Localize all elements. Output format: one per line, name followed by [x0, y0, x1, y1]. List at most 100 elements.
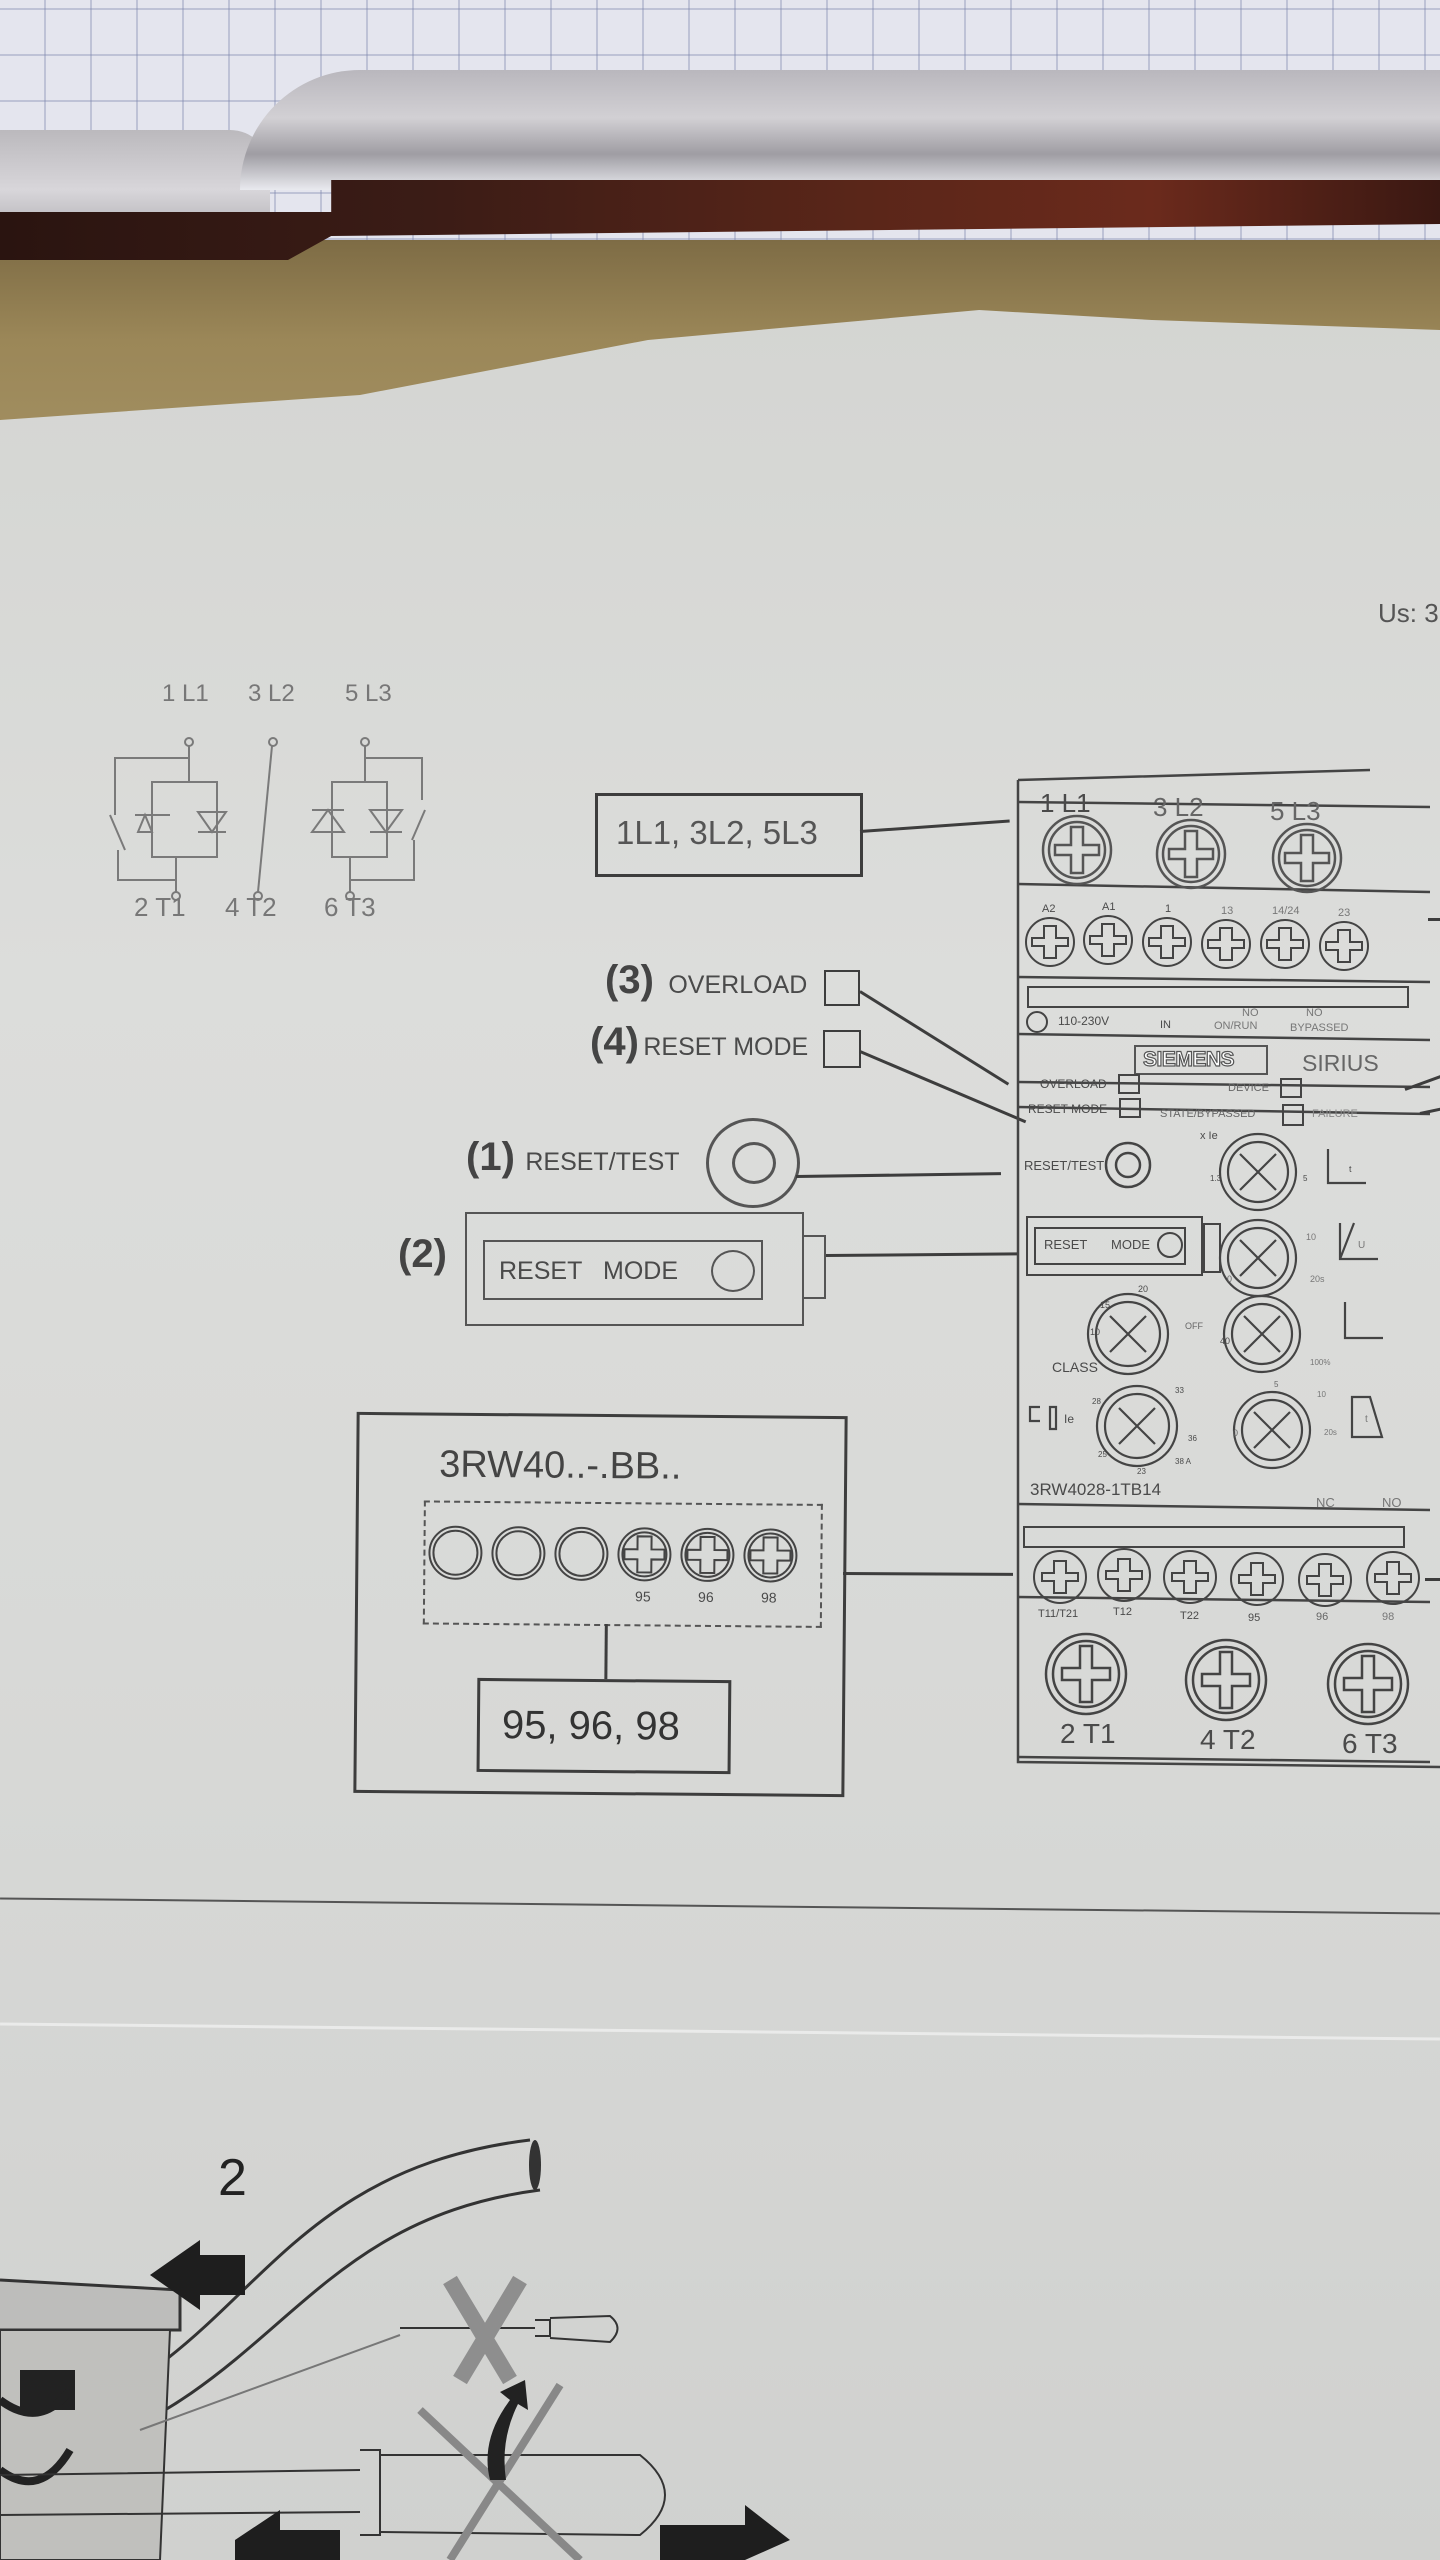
aux-terminal-label: T22	[1180, 1610, 1199, 1622]
control-terminal-label: A1	[1102, 901, 1116, 913]
reset-test-device-label: RESET/TEST	[1024, 1158, 1105, 1173]
soft-starter-device: 1 L1 3 L2 5 L3 A2 A1 1 13 14/24 23 110-2…	[1010, 762, 1440, 1772]
dial-mark: 0	[1233, 1428, 1239, 1438]
terminal-label: 96	[698, 1588, 714, 1605]
schematic-top-terminal: 5 L3	[345, 680, 392, 707]
contact-label: ON/RUN	[1214, 1020, 1258, 1032]
callout-number: (4)	[590, 1020, 639, 1064]
overload-callout: (3) OVERLOAD	[605, 958, 807, 1003]
reset-test-button-icon[interactable]	[706, 1118, 800, 1208]
schematic-bottom-terminal: 2 T1	[134, 892, 186, 922]
ramp-down-glyph: t	[1365, 1414, 1368, 1425]
terminal-strip-icons	[428, 1525, 798, 1583]
aux-terminal-summary-box: 95, 96, 98	[476, 1677, 732, 1775]
dial-mark: 5	[1303, 1174, 1308, 1183]
aux-contact-label: NC	[1316, 1495, 1335, 1510]
dial-mark: 20s	[1324, 1428, 1337, 1437]
main-power-callout: 1L1, 3L2, 5L3	[595, 793, 863, 877]
reset-test-label: RESET/TEST	[525, 1148, 680, 1176]
reset-test-callout: (1) RESET/TEST	[466, 1135, 680, 1180]
overload-label: OVERLOAD	[668, 971, 808, 999]
variant-callout-box: 3RW40..-.BB.. 95 96 98 95, 96, 98	[353, 1411, 848, 1798]
overload-led-icon	[824, 970, 860, 1006]
device-top-terminal: 5 L3	[1270, 796, 1321, 826]
dial-mark: 100%	[1310, 1358, 1331, 1367]
schematic-bottom-terminal: 4 T2	[225, 892, 277, 922]
thyristor-schematic: 1 L1 3 L2 5 L3 2 T1 4 T2 6 T3	[100, 670, 440, 940]
dial-mark: 0	[1227, 1274, 1233, 1284]
dial-mark: 10	[1090, 1327, 1101, 1337]
control-terminal-label: A2	[1042, 903, 1056, 915]
ramp-up-glyph: t	[1349, 1164, 1352, 1174]
schematic-bottom-terminal: 6 T3	[324, 892, 376, 922]
dial-unit-label: x Ie	[1200, 1130, 1218, 1142]
ac-supply-icon	[1026, 1011, 1048, 1033]
step-number: 2	[218, 2149, 247, 2207]
supply-voltage-label: 110-230V	[1058, 1014, 1110, 1028]
dial-mark: 23	[1137, 1467, 1146, 1476]
contact-label: NO	[1306, 1007, 1323, 1019]
contact-label: BYPASSED	[1290, 1022, 1349, 1034]
reset-mode-led-icon	[823, 1030, 861, 1068]
terminal-label: 98	[760, 1589, 777, 1606]
dial-mark: OFF	[1185, 1321, 1203, 1331]
mode-label: MODE	[603, 1257, 678, 1285]
aux-contact-label: NO	[1382, 1495, 1402, 1510]
device-top-terminal: 3 L2	[1153, 792, 1204, 822]
led-label-failure: FAILURE	[1312, 1108, 1358, 1120]
reset-mode-callout: (4) RESET MODE	[590, 1020, 808, 1065]
device-top-terminal: 1 L1	[1040, 788, 1091, 818]
supply-voltage-fragment: Us: 3	[1378, 598, 1439, 628]
control-terminal-label: 1	[1165, 903, 1172, 915]
dial-mark: 10	[1317, 1390, 1326, 1399]
dial-mark: 36	[1188, 1434, 1197, 1443]
control-terminal-label: 14/24	[1272, 905, 1300, 917]
led-label-device: DEVICE	[1228, 1082, 1269, 1094]
reset-device-label: RESET	[1044, 1237, 1088, 1252]
led-label-reset-mode: RESET MODE	[1028, 1102, 1108, 1116]
mode-device-label: MODE	[1111, 1237, 1150, 1252]
series-label: SIRIUS	[1302, 1050, 1379, 1076]
contact-label: IN	[1160, 1019, 1171, 1031]
reset-mode-button-callout: RESET MODE	[465, 1212, 804, 1326]
dial-mark: 10	[1306, 1232, 1317, 1242]
rated-current-unit-label: Ie	[1064, 1412, 1075, 1426]
device-outline	[1016, 768, 1440, 1769]
reset-mode-label: RESET MODE	[643, 1033, 809, 1061]
main-power-label: 1L1, 3L2, 5L3	[616, 814, 818, 851]
terminal-label: 95	[635, 1588, 651, 1605]
contact-label: NO	[1242, 1007, 1259, 1019]
dial-mark: 20s	[1310, 1274, 1325, 1284]
dial-mark: 5	[1274, 1380, 1279, 1389]
control-terminal-label: 23	[1338, 907, 1351, 919]
callout-number: (1)	[466, 1135, 515, 1179]
reset-mode-button[interactable]: RESET MODE	[483, 1240, 763, 1300]
aux-terminal-summary: 95, 96, 98	[501, 1703, 681, 1749]
class-dial-caption: CLASS	[1052, 1359, 1098, 1375]
dial-mark: 33	[1175, 1386, 1184, 1395]
notebook-pages	[240, 70, 1440, 190]
dial-mark: 38 A	[1175, 1457, 1192, 1466]
reset-label: RESET	[499, 1257, 583, 1285]
schematic-drawing	[109, 737, 426, 901]
aux-terminal-label: 98	[1382, 1611, 1395, 1623]
device-bottom-terminal: 2 T1	[1060, 1718, 1116, 1749]
aux-terminal-label: T12	[1113, 1606, 1132, 1618]
wire-removal-drawing	[0, 2138, 790, 2560]
aux-terminal-label: T11/T21	[1038, 1608, 1079, 1620]
led-label-overload: OVERLOAD	[1040, 1077, 1107, 1091]
brand-logo: SIEMENS	[1142, 1047, 1235, 1071]
variant-title: 3RW40..-.BB..	[439, 1443, 682, 1488]
dial-mark: 25	[1098, 1450, 1107, 1459]
dial-mark: 1.3	[1210, 1174, 1222, 1183]
model-number: 3RW4028-1TB14	[1030, 1480, 1162, 1499]
starting-voltage-glyph: U	[1358, 1240, 1366, 1251]
manual-sheet	[0, 310, 1440, 2560]
dial-mark: 40	[1220, 1336, 1231, 1346]
control-terminal-label: 13	[1221, 905, 1234, 917]
callout-number: (2)	[398, 1232, 447, 1276]
wire-removal-figure: 2	[0, 2080, 800, 2560]
device-bottom-terminal: 4 T2	[1200, 1724, 1256, 1755]
aux-terminal-label: 95	[1248, 1612, 1261, 1624]
dial-mark: 28	[1092, 1397, 1101, 1406]
